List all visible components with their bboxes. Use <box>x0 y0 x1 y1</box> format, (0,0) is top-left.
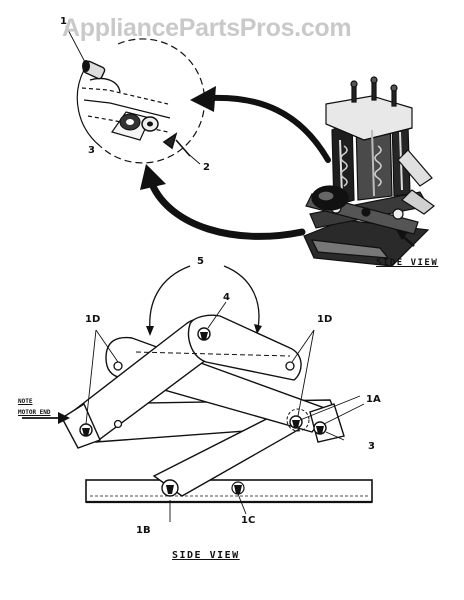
leader-2 <box>185 151 201 165</box>
callout-1: 1 <box>60 16 67 27</box>
callout-3-upper: 3 <box>88 145 95 156</box>
leader-lines <box>85 301 365 522</box>
link-top-bar <box>135 314 302 381</box>
pivot-top <box>197 327 211 341</box>
pivot-left-upper <box>113 361 123 371</box>
callout-3-lower: 3 <box>368 441 375 452</box>
detail-washer <box>119 113 159 132</box>
leader-1 <box>65 25 87 65</box>
callout-1b: 1B <box>136 525 151 536</box>
motor-end-label: MOTOR END <box>18 409 51 416</box>
note-label: NOTE <box>18 398 33 405</box>
note-motor-end: NOTE MOTOR END <box>18 396 51 418</box>
base-rail <box>85 479 373 504</box>
pivot-base-1c <box>231 481 245 495</box>
callout-5: 5 <box>197 256 204 267</box>
arrow-to-detail-upper <box>190 86 331 163</box>
callout-1c: 1C <box>241 515 256 526</box>
detail-pin-1 <box>82 60 106 80</box>
motor-end-arrow <box>22 412 70 424</box>
side-view-label-bottom: SIDE VIEW <box>172 550 240 561</box>
pivot-right-upper <box>285 361 295 371</box>
callout-5-arrows <box>146 265 262 336</box>
mechanism-assembly <box>303 76 435 267</box>
callout-1d-left: 1D <box>85 314 101 325</box>
pivot-base-1b <box>161 479 179 497</box>
detail-circle <box>76 38 206 164</box>
callout-4: 4 <box>223 292 230 303</box>
arrow-to-detail-lower <box>140 164 306 240</box>
side-view-label-top: SIDE VIEW <box>376 258 439 268</box>
pivot-left-end <box>79 423 93 437</box>
callout-2: 2 <box>203 162 210 173</box>
side-view-pointer-arrow <box>396 230 415 247</box>
callout-1d-right: 1D <box>317 314 333 325</box>
pivot-right-end <box>289 415 327 435</box>
pivot-center-left <box>113 419 123 429</box>
callout-1a: 1A <box>366 394 381 405</box>
watermark-text: AppliancePartsPros.com <box>62 14 352 42</box>
